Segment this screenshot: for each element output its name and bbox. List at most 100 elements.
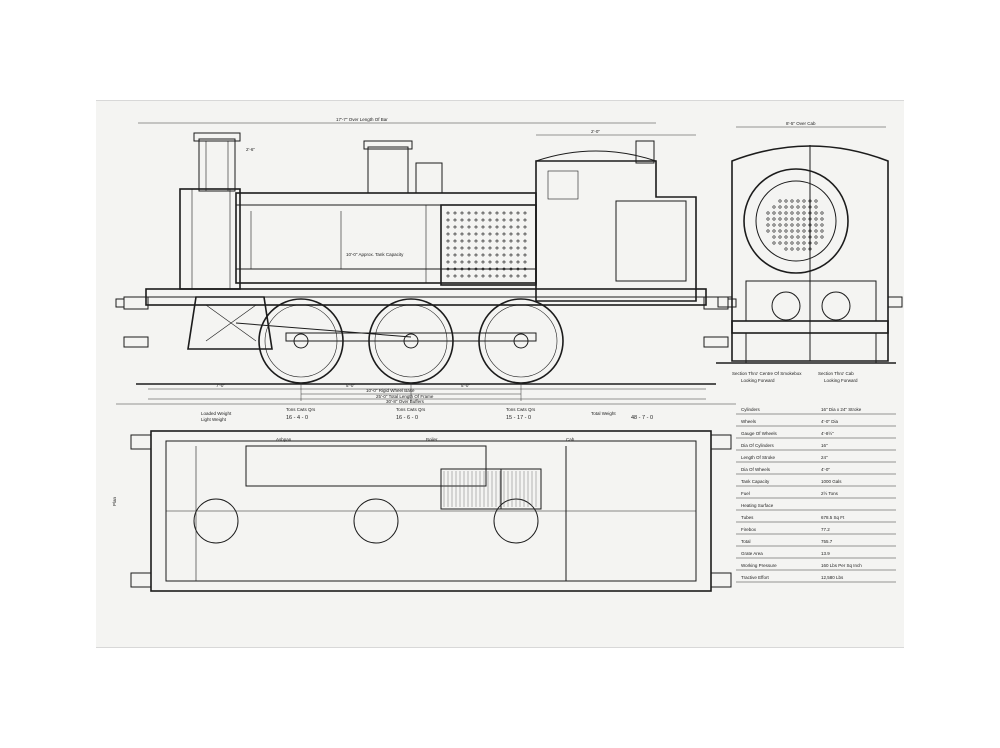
stay-dot bbox=[453, 274, 457, 278]
spec-name: Grate Area bbox=[741, 551, 763, 556]
tube-hole bbox=[778, 229, 782, 233]
spec-name: Cylinders bbox=[741, 407, 761, 412]
stay-dot bbox=[453, 218, 457, 222]
light-weight-label: Light Weight bbox=[201, 417, 227, 422]
stay-dot bbox=[495, 225, 499, 229]
stay-dot bbox=[509, 211, 513, 215]
tube-hole bbox=[808, 217, 812, 221]
stay-dot bbox=[446, 267, 450, 271]
stay-dot bbox=[453, 239, 457, 243]
top-right-dim: 2'-0" bbox=[591, 129, 600, 134]
spec-value: 13.9 bbox=[821, 551, 830, 556]
stay-dot bbox=[495, 232, 499, 236]
tube-hole bbox=[784, 241, 788, 245]
tube-hole bbox=[808, 199, 812, 203]
tube-hole bbox=[784, 199, 788, 203]
tube-hole bbox=[820, 235, 824, 239]
stay-dot bbox=[481, 211, 485, 215]
stay-dot bbox=[502, 218, 506, 222]
stay-dot bbox=[523, 232, 527, 236]
tube-hole bbox=[784, 223, 788, 227]
stay-dot bbox=[474, 225, 478, 229]
tube-hole bbox=[808, 223, 812, 227]
section-cab-caption: Section Thro' Cab bbox=[818, 371, 854, 376]
plan-hatching bbox=[443, 471, 537, 507]
total-weight-label: Total Weight bbox=[591, 411, 616, 416]
tube-hole bbox=[802, 241, 806, 245]
tube-hole bbox=[772, 223, 776, 227]
plan-note-ashpan: Ashpan bbox=[276, 437, 292, 442]
stay-dot bbox=[488, 253, 492, 257]
axle-2-value: 16 - 6 - 0 bbox=[396, 415, 418, 421]
spec-value: 16" Dia x 24" Stroke bbox=[821, 407, 862, 412]
stay-dot bbox=[446, 218, 450, 222]
dim-right-label: 5'-0" bbox=[461, 383, 470, 388]
stay-dot bbox=[446, 253, 450, 257]
tube-hole bbox=[808, 229, 812, 233]
tube-hole bbox=[802, 247, 806, 251]
stay-dot bbox=[481, 239, 485, 243]
drawing-sheet: 17'-7" Over Length Of Bar 2'-0" 2'-6" 10… bbox=[96, 100, 904, 648]
axle-loads: Loaded Weight Light Weight Tons Cwts Qrs… bbox=[201, 407, 653, 422]
stay-dot bbox=[516, 218, 520, 222]
tube-hole bbox=[814, 217, 818, 221]
stay-dot bbox=[460, 225, 464, 229]
loaded-weight-label: Loaded Weight bbox=[201, 411, 232, 416]
tube-hole bbox=[772, 217, 776, 221]
stay-dot bbox=[509, 253, 513, 257]
spec-name: Length Of Stroke bbox=[741, 455, 776, 460]
stay-dot bbox=[446, 232, 450, 236]
section-smokebox-sub: Looking Forward bbox=[741, 378, 775, 383]
stay-dot bbox=[502, 232, 506, 236]
stay-dot bbox=[460, 274, 464, 278]
dim-left-label: 7'-0" bbox=[216, 383, 225, 388]
stay-dot bbox=[453, 253, 457, 257]
stay-dot bbox=[516, 253, 520, 257]
tube-hole bbox=[778, 235, 782, 239]
stay-dot bbox=[474, 211, 478, 215]
stay-dot bbox=[467, 239, 471, 243]
stay-dot bbox=[453, 225, 457, 229]
section-cab-sub: Looking Forward bbox=[824, 378, 858, 383]
stay-dot bbox=[446, 246, 450, 250]
stay-dot bbox=[523, 267, 527, 271]
tube-hole bbox=[778, 205, 782, 209]
spec-name: Wheels bbox=[741, 419, 757, 424]
tube-hole bbox=[766, 217, 770, 221]
tube-hole bbox=[772, 205, 776, 209]
stay-dot bbox=[453, 232, 457, 236]
tube-hole bbox=[790, 211, 794, 215]
tube-hole bbox=[796, 247, 800, 251]
tube-hole bbox=[790, 235, 794, 239]
spec-value: 12,580 Lbs bbox=[821, 575, 844, 580]
tube-hole bbox=[802, 229, 806, 233]
stay-dot bbox=[467, 267, 471, 271]
stay-dot bbox=[481, 267, 485, 271]
stay-dot bbox=[481, 274, 485, 278]
tube-hole bbox=[808, 235, 812, 239]
chimney-note: 2'-6" bbox=[246, 147, 255, 152]
stay-dot bbox=[516, 232, 520, 236]
spec-name: Dia Of Cylinders bbox=[741, 443, 775, 448]
stay-dot bbox=[516, 239, 520, 243]
tube-hole bbox=[784, 235, 788, 239]
plan-view: Ashpan Boiler Cab Plan bbox=[112, 430, 732, 592]
tube-hole bbox=[784, 211, 788, 215]
stay-dot bbox=[523, 211, 527, 215]
axle-2-units: Tons Cwts Qrs bbox=[396, 407, 426, 412]
stay-dot bbox=[502, 274, 506, 278]
stay-dot bbox=[481, 232, 485, 236]
stay-dot bbox=[460, 260, 464, 264]
stay-dot bbox=[467, 260, 471, 264]
stay-dot bbox=[467, 225, 471, 229]
tube-hole bbox=[814, 223, 818, 227]
tube-hole bbox=[790, 217, 794, 221]
tube-hole bbox=[796, 241, 800, 245]
axle-1-units: Tons Cwts Qrs bbox=[286, 407, 316, 412]
stay-dot bbox=[467, 246, 471, 250]
stay-dot bbox=[509, 218, 513, 222]
tube-hole bbox=[820, 223, 824, 227]
tube-hole bbox=[784, 229, 788, 233]
stay-dot bbox=[495, 274, 499, 278]
